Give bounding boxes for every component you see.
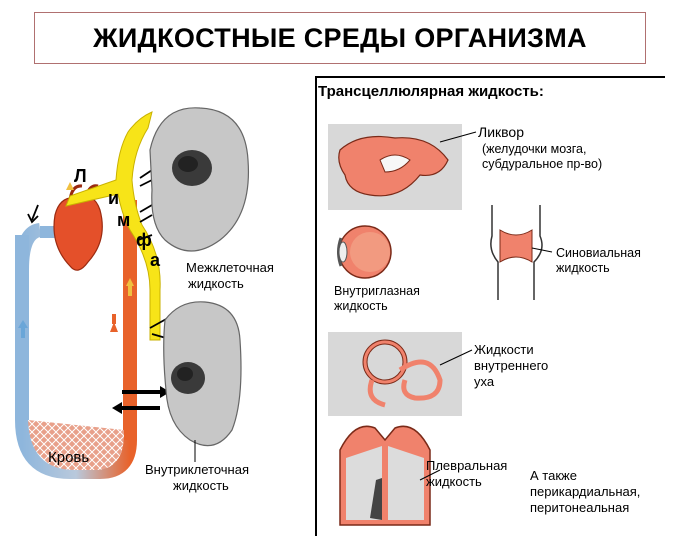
lymph-vessel [65,111,161,341]
lymph-letter-5: а [150,250,161,270]
intraocular-line-2: жидкость [334,299,388,313]
lymph-letter-3: м [117,210,131,230]
also-line-3: перитонеальная [530,500,630,515]
liquor-line-1: (желудочки мозга, [482,142,587,156]
pleural-line-2: жидкость [426,474,482,489]
intraocular-label: Внутриглазная жидкость [334,284,420,314]
synovial-line-1: Синовиальная [556,246,641,260]
synovial-label: Синовиальная жидкость [556,246,641,276]
thick-arrows [112,386,170,414]
synovial-joint-illustration [490,205,553,300]
page-title: ЖИДКОСТНЫЕ СРЕДЫ ОРГАНИЗМА [93,22,587,53]
lower-cell [163,301,242,462]
intracellular-label: Внутриклеточная жидкость [145,462,249,494]
synovial-line-2: жидкость [556,261,610,275]
interstitial-line-2: жидкость [188,276,244,291]
inner-ear-line-2: внутреннего [474,358,549,373]
lymph-letter-2: и [108,188,120,208]
title-box: ЖИДКОСТНЫЕ СРЕДЫ ОРГАНИЗМА [34,12,646,64]
flow-arrows [27,169,169,339]
lymph-letter-1: Л [74,166,87,186]
interstitial-line-1: Межклеточная [186,260,274,275]
pleural-label: Плевральная жидкость [426,458,507,490]
horizontal-divider [315,76,665,78]
pleural-line-1: Плевральная [426,458,508,473]
also-line-2: перикардиальная, [530,484,641,499]
eye-illustration [337,225,392,279]
intracellular-line-2: жидкость [173,478,229,493]
liquor-line-2: субдуральное пр-во) [482,157,603,171]
lungs-illustration [339,425,441,526]
inner-ear-line-1: Жидкости [474,342,534,357]
vertical-divider [315,76,317,536]
liquor-details: (желудочки мозга, субдуральное пр-во) [482,142,602,172]
small-colored-arrows [18,182,134,338]
upper-cell [149,107,250,252]
also-label: А также перикардиальная, перитонеальная [530,468,640,516]
intraocular-line-1: Внутриглазная [334,284,420,298]
also-line-1: А также [530,468,577,483]
intracellular-line-1: Внутриклеточная [145,462,249,477]
liquor-title: Ликвор [478,124,524,140]
inner-ear-line-3: уха [474,374,495,389]
lymph-letter-4: ф [136,230,152,250]
blood-label: Кровь [48,449,90,466]
transcellular-heading: Трансцеллюлярная жидкость: [318,83,544,100]
interstitial-label: Межклеточная жидкость [186,260,274,292]
brain-ventricles-illustration [328,124,477,210]
inner-ear-illustration [328,332,473,416]
inner-ear-label: Жидкости внутреннего уха [474,342,548,390]
